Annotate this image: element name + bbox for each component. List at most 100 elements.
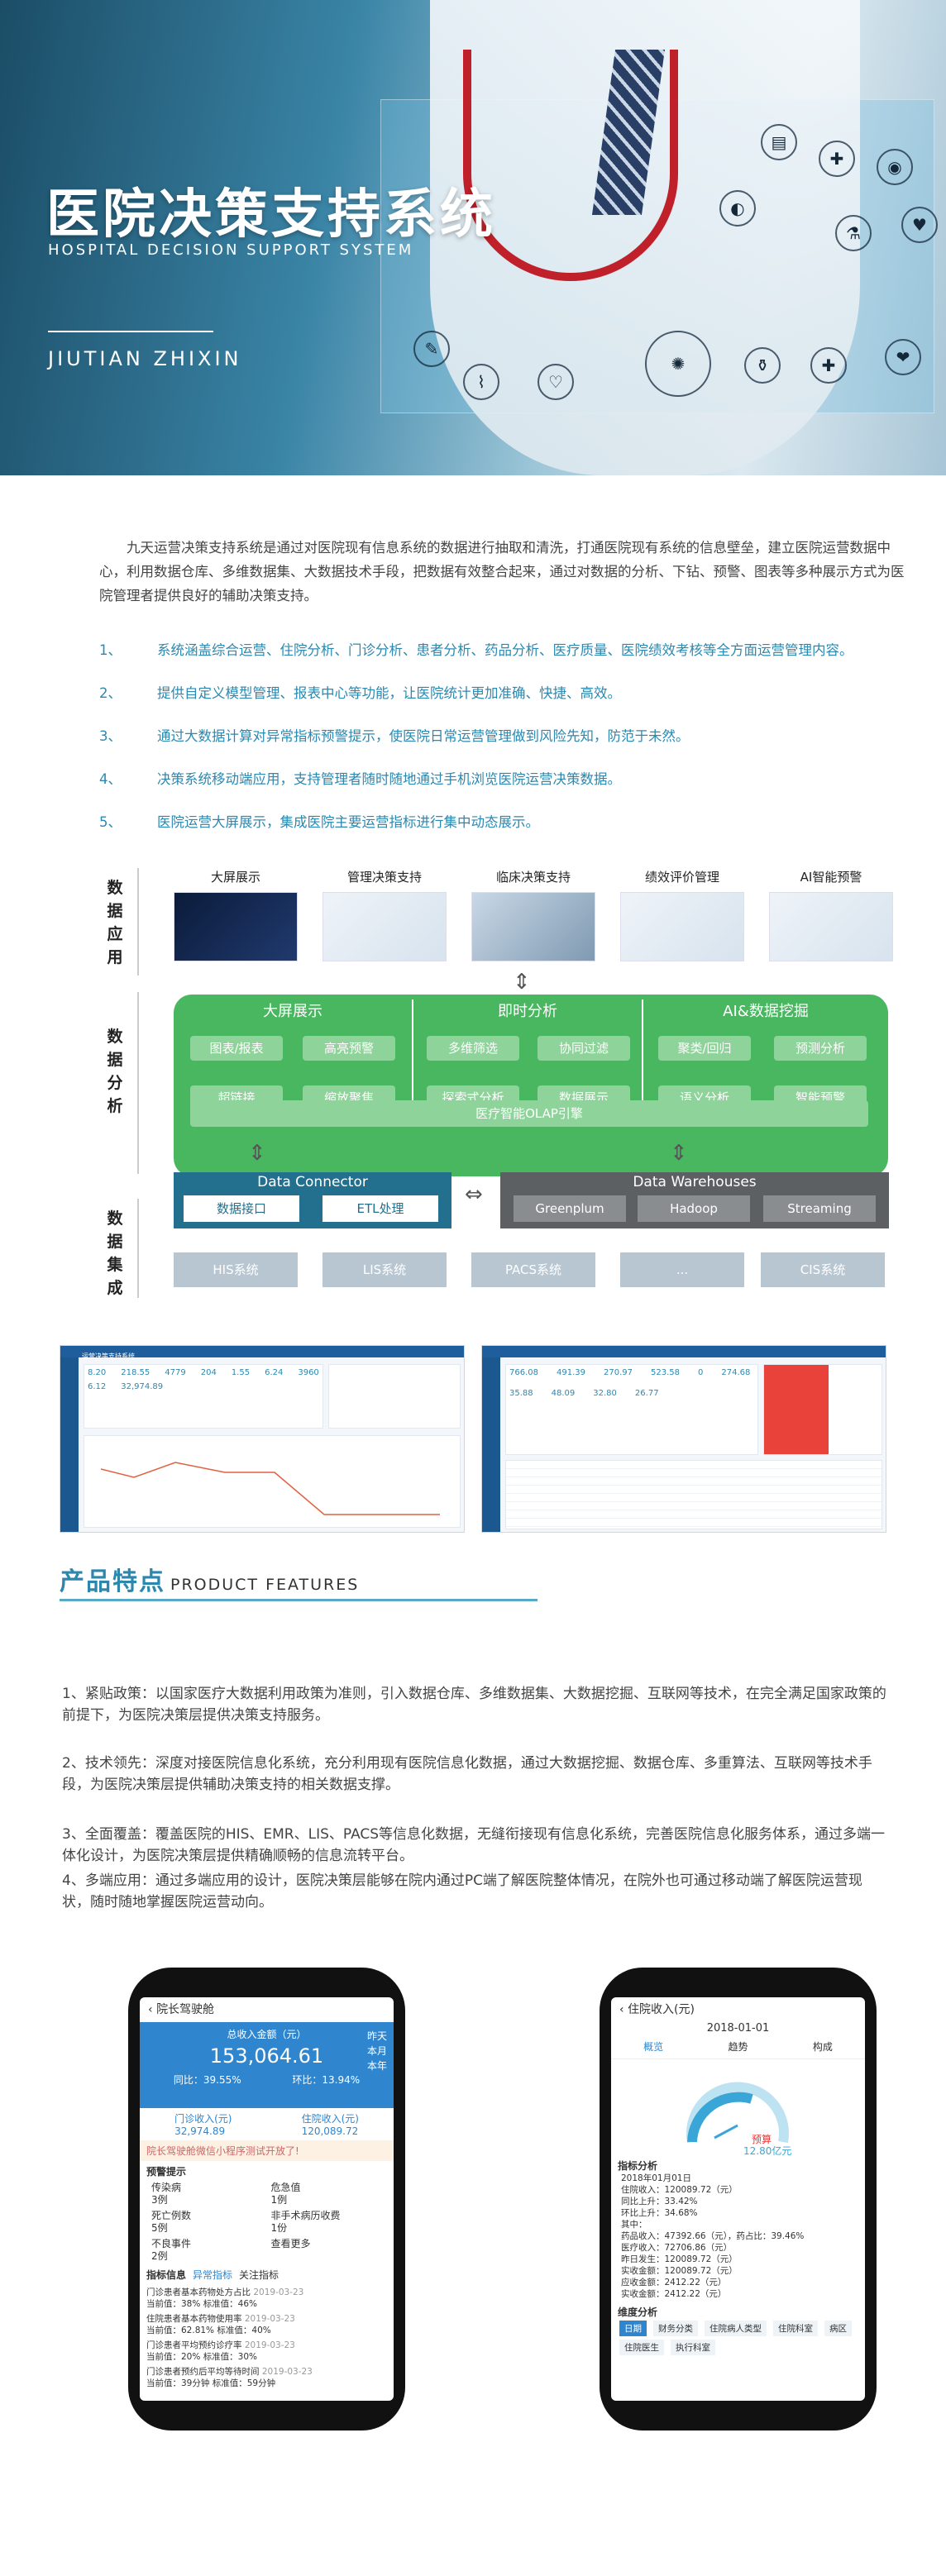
row-current: 当前值：62.81%	[146, 2326, 215, 2335]
screenshot-header: 运营决策支持系统	[60, 1346, 464, 1360]
analysis-col-title: 大屏展示	[263, 1003, 322, 1020]
data-warehouse-title: Data Warehouses	[633, 1174, 757, 1190]
dim-chip[interactable]: 财务分类	[653, 2321, 698, 2336]
kpi-value: 8.20	[88, 1368, 107, 1377]
app-management: 管理决策支持	[322, 868, 447, 961]
row-date: 2019-03-23	[244, 2340, 295, 2350]
side-divider	[137, 992, 139, 1174]
list-item-text: 决策系统移动端应用，支持管理者随时随地通过手机浏览医院运营决策数据。	[157, 771, 621, 787]
product-title-cn: 产品特点	[60, 1567, 165, 1596]
dim-chip[interactable]: 住院医生	[619, 2340, 664, 2355]
source-system: ...	[620, 1252, 744, 1287]
line-chart-card	[84, 1435, 461, 1528]
data-warehouse-block: Data Warehouses Greenplum Hadoop Streami…	[500, 1172, 889, 1228]
kpi-value: 32.80	[593, 1389, 617, 1398]
growth-row: 同比：39.55%环比：13.94%	[148, 2073, 385, 2087]
tab-trend[interactable]: 趋势	[728, 2041, 748, 2053]
app-thumbnail	[322, 892, 447, 961]
olap-engine: 医疗智能OLAP引擎	[190, 1100, 868, 1127]
side-divider	[137, 868, 139, 976]
same-ratio: 同比：39.55%	[173, 2074, 241, 2086]
side-label-analysis: 数 据 分 析	[107, 1028, 123, 1115]
total-value: 153,064.61	[209, 2044, 324, 2068]
dim-chip[interactable]: 执行科室	[671, 2340, 715, 2355]
analysis-line: 2018年01月01日	[621, 2173, 691, 2183]
microscope-icon: ⚗	[835, 215, 872, 251]
row-name: 门诊患者预约后平均等待时间	[146, 2367, 260, 2377]
notice-bar[interactable]: 院长驾驶舱微信小程序测试开放了!	[140, 2140, 394, 2161]
warn-name: 查看更多	[270, 2238, 311, 2249]
screenshot-header	[482, 1346, 886, 1357]
kpi-value: 6.24	[265, 1368, 284, 1377]
ind-title: 指标信息	[146, 2269, 187, 2281]
list-item: 2、提供自定义模型管理、报表中心等功能，让医院统计更加准确、快捷、高效。	[99, 685, 918, 727]
phone-header: ‹ 院长驾驶舱	[148, 2003, 215, 2016]
feature-list: 1、系统涵盖综合运营、住院分析、门诊分析、患者分析、药品分析、医疗质量、医院绩效…	[99, 642, 918, 856]
ip-label: 住院收入(元)	[301, 2113, 359, 2125]
page-title: 医院决策支持系统	[46, 184, 496, 246]
tab-month[interactable]: 本月	[366, 2045, 387, 2057]
pill-icon: ◐	[719, 190, 756, 227]
warn-name: 不良事件	[151, 2238, 192, 2249]
phone-header-title: 院长驾驶舱	[156, 2003, 215, 2016]
flask-icon: ⚱	[744, 347, 781, 384]
op-value: 32,974.89	[174, 2125, 226, 2137]
list-item-text: 提供自定义模型管理、报表中心等功能，让医院统计更加准确、快捷、高效。	[157, 685, 621, 701]
chip: 协同过滤	[538, 1036, 630, 1061]
source-system: PACS系统	[471, 1252, 595, 1287]
dim-chip[interactable]: 病区	[824, 2321, 852, 2336]
kpi-value: 1.55	[231, 1368, 251, 1377]
dim-chip[interactable]: 住院病人类型	[705, 2321, 767, 2336]
dimension-chips: 日期财务分类住院病人类型住院科室病区住院医生执行科室	[611, 2321, 865, 2355]
dim-chip[interactable]: 住院科室	[773, 2321, 818, 2336]
tab-abnormal[interactable]: 异常指标	[193, 2269, 233, 2281]
warn-title: 预警提示	[146, 2166, 187, 2178]
chip: 预测分析	[774, 1036, 867, 1061]
list-item-text: 通过大数据计算对异常指标预警提示，使医院日常运营管理做到风险先知，防范于未然。	[157, 728, 690, 744]
gauge-value: 12.80亿元	[743, 2145, 792, 2157]
column-divider	[642, 999, 643, 1115]
dim-chip[interactable]: 日期	[619, 2321, 647, 2336]
analysis-title: 指标分析	[618, 2160, 658, 2172]
phone-screen: ‹ 院长驾驶舱 总收入金额（元） 153,064.61 同比：39.55%环比：…	[140, 1997, 394, 2401]
phone-screen: ‹ 住院收入(元) 2018-01-01 概览趋势构成 预算 12.80亿元 指…	[611, 1997, 865, 2401]
kpi-value: 204	[200, 1368, 217, 1377]
chip: 图表/报表	[190, 1036, 283, 1061]
app-big-screen: 大屏展示	[174, 868, 298, 961]
tab-year[interactable]: 本年	[366, 2060, 387, 2072]
app-label: 管理决策支持	[346, 870, 422, 885]
tab-yesterday[interactable]: 昨天	[366, 2030, 387, 2042]
tab-focus[interactable]: 关注指标	[239, 2269, 280, 2281]
brand-name: JIUTIAN ZHIXIN	[48, 347, 242, 370]
date-picker[interactable]: 2018-01-01	[706, 2022, 770, 2035]
tab-composition[interactable]: 构成	[812, 2041, 833, 2053]
kpi-value: 523.58	[651, 1368, 680, 1377]
chip: 聚类/回归	[658, 1036, 751, 1061]
line-chart	[100, 1462, 440, 1515]
row-name: 门诊患者平均预约诊疗率	[146, 2340, 242, 2350]
period-tabs: 昨天本月本年	[367, 2029, 387, 2073]
list-item-text: 系统涵盖综合运营、住院分析、门诊分析、患者分析、药品分析、医疗质量、医院绩效考核…	[157, 642, 853, 658]
data-analysis-block: 大屏展示 即时分析 AI&数据挖掘 图表/报表 高亮预警 超链接 缩放聚焦 多维…	[174, 995, 888, 1176]
indicator-header: 指标信息异常指标关注指标	[140, 2263, 394, 2287]
phone-header-title: 住院收入(元)	[628, 2003, 695, 2016]
tab-overview[interactable]: 概览	[643, 2041, 664, 2053]
list-item: 1、系统涵盖综合运营、住院分析、门诊分析、患者分析、药品分析、医疗质量、医院绩效…	[99, 642, 918, 685]
list-item: 3、通过大数据计算对异常指标预警提示，使医院日常运营管理做到风险先知，防范于未然…	[99, 727, 918, 770]
warn-name: 危急值	[270, 2182, 301, 2193]
warn-item[interactable]: 查看更多	[271, 2238, 383, 2263]
warn-count: 3例	[151, 2194, 168, 2206]
chip: ETL处理	[322, 1195, 438, 1222]
